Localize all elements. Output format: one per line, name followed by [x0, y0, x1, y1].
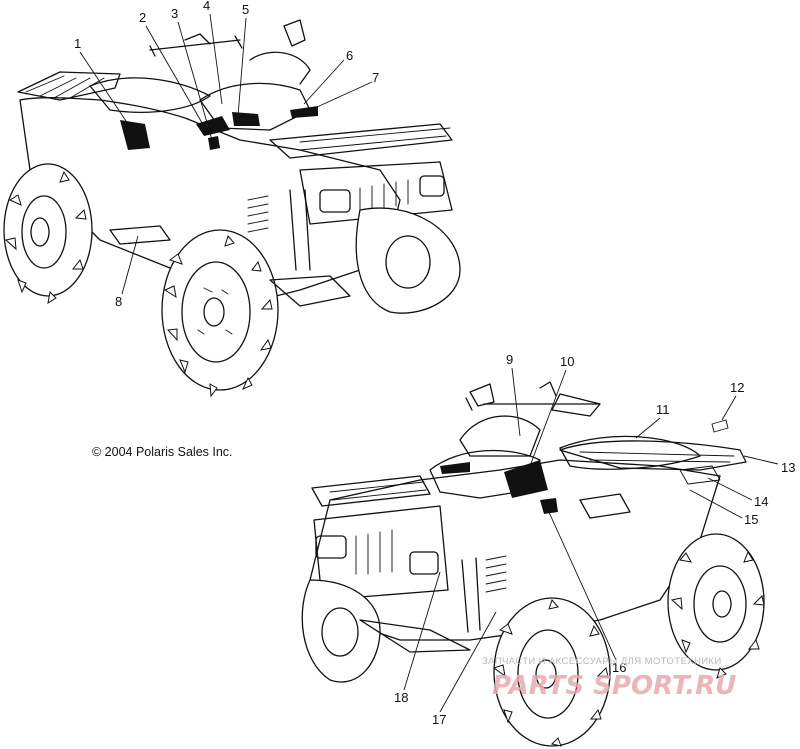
callout-8: 8: [115, 294, 122, 309]
callout-18: 18: [394, 690, 408, 705]
callout-11: 11: [656, 402, 670, 417]
callout-15: 15: [744, 512, 758, 527]
callout-17: 17: [432, 712, 446, 727]
callout-16: 16: [612, 660, 626, 675]
callout-6: 6: [346, 48, 353, 63]
callout-numbers: 1 2 3 4 5 6 7 8 9 10 11 12 13 14 15 16 1…: [74, 0, 795, 727]
callout-10: 10: [560, 354, 574, 369]
callout-13: 13: [781, 460, 795, 475]
callout-4: 4: [203, 0, 210, 13]
atv-top-left: [3, 19, 461, 398]
atv-bottom-right: [301, 381, 765, 747]
watermark-brand: PARTS SPORT.RU: [492, 671, 736, 701]
callout-7: 7: [372, 70, 379, 85]
callout-5: 5: [242, 2, 249, 17]
callout-12: 12: [730, 380, 744, 395]
callout-14: 14: [754, 494, 768, 509]
callout-2: 2: [139, 10, 146, 25]
callout-1: 1: [74, 36, 81, 51]
leader-lines: [79, 13, 779, 713]
watermark: ЗАПЧАСТИ И АКСЕССУАРЫ ДЛЯ МОТОТЕХНИКИ PA…: [482, 656, 736, 701]
copyright-notice: © 2004 Polaris Sales Inc.: [92, 445, 233, 459]
watermark-tagline: ЗАПЧАСТИ И АКСЕССУАРЫ ДЛЯ МОТОТЕХНИКИ: [482, 656, 722, 667]
callout-3: 3: [171, 6, 178, 21]
callout-9: 9: [506, 352, 513, 367]
